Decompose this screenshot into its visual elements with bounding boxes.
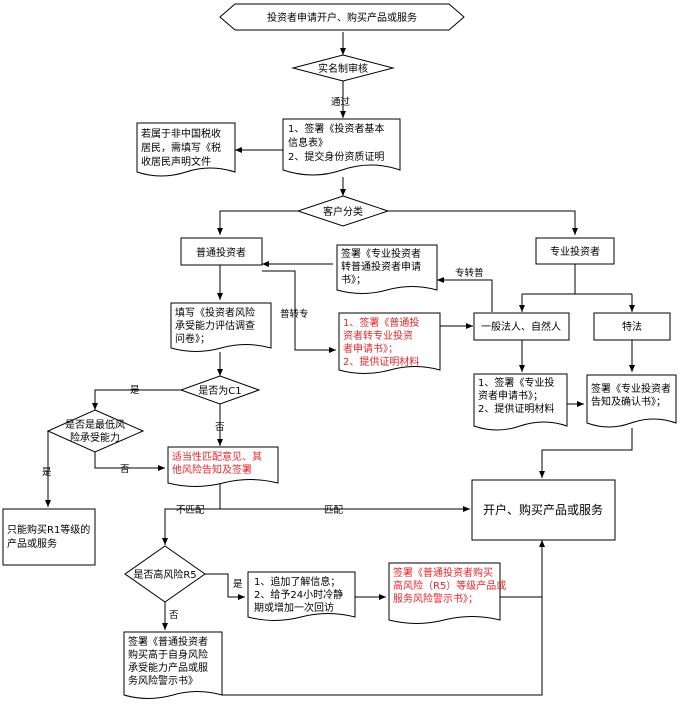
edge-class-ordinary — [217, 210, 298, 235]
sign-basic-line3: 2、提交身份资质证明 — [288, 150, 384, 163]
ord2pro-line3: 者申请书》； — [343, 342, 398, 355]
edge-general-pro2ord — [437, 277, 493, 312]
professional-investor-box[interactable] — [535, 237, 615, 265]
label-ord-to-pro: 普转专 — [280, 308, 309, 320]
edge-suitability-highrisk — [162, 508, 220, 545]
suitability-doc[interactable] — [167, 446, 279, 487]
extra-info-line2: 2、给予24小时冷静 — [254, 588, 343, 601]
signapp-line2: 资者申请书》； — [478, 389, 543, 402]
pro2ord-line3: 书》； — [341, 274, 366, 286]
signapp-line1: 1、签署《专业投 — [478, 376, 554, 389]
is-lowest-line1: 是否是最低风 — [65, 418, 125, 431]
nonresident-line3: 收居民声明文件 — [141, 155, 211, 168]
label-no-c1: 否 — [215, 422, 225, 433]
realname-label: 实名制审核 — [318, 62, 368, 75]
is-c1-decision[interactable] — [179, 375, 261, 405]
open-account-label: 开户、购买产品或服务 — [483, 502, 603, 517]
edge-pro-split — [522, 263, 632, 295]
nonresident-line2: 居民，需填写《税 — [141, 141, 221, 154]
higher-warning-doc[interactable] — [123, 631, 223, 699]
only-r1-box[interactable] — [2, 508, 96, 566]
higher-warning-line4: 务风险警示书》 — [128, 674, 198, 687]
open-account-box[interactable] — [471, 479, 616, 541]
label-no-lowest: 否 — [120, 464, 130, 475]
r5-warning-line2: 高风险（R5）等级产品或 — [393, 579, 506, 592]
pro-to-ordinary-doc[interactable] — [336, 244, 438, 294]
edge-highrisk-extrainfo — [205, 573, 245, 600]
signnotice-line2: 告知及确认书》； — [591, 395, 666, 408]
extra-info-doc[interactable] — [247, 571, 356, 621]
edge-class-professional — [388, 210, 578, 235]
ord2pro-line4: 2、提供证明材料 — [343, 355, 419, 368]
special-legal-label: 特法 — [622, 320, 642, 333]
extra-info-line3: 期或增加一次回访 — [254, 601, 334, 614]
nonresident-doc[interactable] — [136, 122, 236, 177]
is-lowest-line2: 险承受能力 — [70, 431, 120, 444]
questionnaire-line2: 承受能力评估调查 — [175, 319, 255, 332]
higher-warning-line3: 承受能力产品或服 — [128, 661, 208, 674]
sign-pro-notice-doc[interactable] — [586, 374, 677, 428]
pro2ord-line1: 签署《专业投资者 — [341, 247, 421, 260]
ordinary-investor-box[interactable] — [180, 237, 263, 266]
general-legal-box[interactable] — [473, 312, 570, 341]
sign-basic-line2: 信息表》 — [288, 136, 328, 149]
r5-warning-doc[interactable] — [388, 562, 501, 624]
suitability-line1: 适当性匹配意见、其 — [172, 450, 262, 463]
is-c1-label: 是否为C1 — [198, 385, 241, 397]
ordinary-to-pro-doc[interactable] — [338, 312, 441, 374]
start-node[interactable] — [219, 3, 465, 31]
label-no-r5: 否 — [169, 610, 179, 621]
professional-investor-label: 专业投资者 — [550, 245, 600, 258]
sign-pro-app-doc[interactable] — [473, 373, 568, 431]
is-lowest-decision[interactable] — [46, 409, 145, 453]
start-label: 投资者申请开户、购买产品或服务 — [267, 11, 417, 24]
label-yes-lowest: 是 — [42, 467, 52, 478]
questionnaire-line3: 问卷》； — [175, 332, 210, 345]
is-high-risk-label: 是否高风险R5 — [133, 568, 196, 581]
edge-c1-lowest — [92, 389, 181, 410]
higher-warning-line2: 购买高于自身风险 — [128, 648, 208, 661]
r5-warning-line3: 服务风险警示书》； — [393, 592, 478, 605]
sign-basic-doc[interactable] — [282, 118, 401, 176]
edge-lowest-suitability — [94, 448, 165, 471]
r5-warning-line1: 签署《普通投资者购买 — [393, 566, 493, 579]
edge-suitability-open-match — [219, 483, 470, 512]
label-pass: 通过 — [331, 96, 351, 108]
label-yes-c1: 是 — [130, 385, 140, 396]
ordinary-investor-label: 普通投资者 — [196, 246, 246, 259]
nonresident-line1: 若属于非中国税收 — [141, 127, 221, 140]
nodes — [2, 3, 677, 699]
only-r1-line2: 产品或服务 — [7, 537, 57, 550]
questionnaire-line1: 填写《投资者风险 — [175, 306, 255, 319]
label-match: 匹配 — [324, 505, 344, 516]
customer-class-decision[interactable] — [296, 195, 390, 227]
edge-higherwarning-open — [222, 540, 543, 696]
higher-warning-line1: 签署《普通投资者 — [128, 635, 208, 648]
is-high-risk-decision[interactable] — [124, 545, 206, 603]
signapp-line3: 2、提供证明材料 — [478, 402, 554, 415]
ord2pro-line2: 资者转专业投资 — [343, 329, 413, 342]
sign-basic-line1: 1、签署《投资者基本 — [288, 122, 384, 135]
edge-ordinary-ord2pro — [262, 270, 336, 353]
special-legal-box[interactable] — [593, 312, 671, 341]
realname-check-decision[interactable] — [291, 54, 395, 82]
edge-signnotice-open — [539, 428, 633, 478]
extra-info-line1: 1、追加了解信息； — [254, 575, 340, 588]
suitability-line2: 他风险告知及签署 — [172, 463, 252, 476]
label-pro-to-ord: 专转普 — [455, 267, 484, 279]
general-legal-label: 一般法人、自然人 — [481, 320, 561, 333]
customer-class-label: 客户分类 — [323, 205, 363, 218]
edges — [45, 32, 635, 696]
pro2ord-line2: 转普通投资者申请 — [341, 260, 421, 273]
label-yes-r5: 是 — [233, 579, 243, 590]
signnotice-line1: 签署《专业投资者 — [591, 382, 671, 395]
edge-labels: 通过 专转普 普转专 是 否 否 是 不匹配 匹配 是 否 — [42, 96, 484, 621]
label-mismatch: 不匹配 — [176, 505, 205, 516]
questionnaire-doc[interactable] — [170, 302, 272, 352]
ord2pro-line1: 1、签署《普通投 — [343, 316, 419, 329]
node-text: 投资者申请开户、购买产品或服务 实名制审核 1、签署《投资者基本 信息表》 2、… — [7, 11, 671, 687]
only-r1-line1: 只能购买R1等级的 — [7, 523, 90, 536]
